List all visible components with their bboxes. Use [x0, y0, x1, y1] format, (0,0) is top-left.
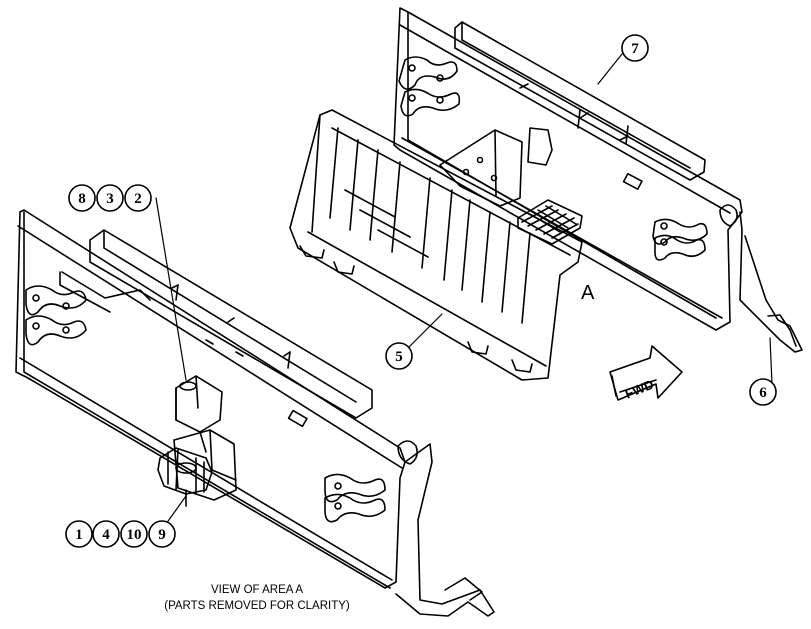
callout-7-label: 7 — [631, 41, 639, 57]
leader-7 — [597, 53, 623, 85]
callout-10-label: 10 — [127, 527, 142, 543]
callout-9: 9 — [148, 520, 176, 548]
callout-8: 8 — [68, 184, 96, 212]
callout-4: 4 — [92, 520, 120, 548]
callout-6-label: 6 — [759, 385, 767, 401]
step-grate — [517, 199, 583, 245]
callout-2: 2 — [124, 184, 152, 212]
lower-blade — [15, 209, 495, 617]
callout-1: 1 — [65, 520, 93, 548]
caption: VIEW OF AREA A (PARTS REMOVED FOR CLARIT… — [164, 584, 350, 612]
callout-7: 7 — [621, 34, 649, 62]
upper-blade — [393, 7, 803, 353]
callout-2-label: 2 — [134, 191, 142, 207]
callout-6: 6 — [749, 378, 777, 406]
callout-5-label: 5 — [395, 349, 403, 365]
callout-8-label: 8 — [78, 191, 86, 207]
callout-1-label: 1 — [75, 527, 83, 543]
pivot-bracket — [157, 375, 237, 507]
leader-2 — [155, 197, 187, 381]
leader-6 — [769, 337, 773, 385]
area-a-label: A — [581, 282, 595, 304]
callout-4-label: 4 — [102, 527, 110, 543]
lower-blade-assembly — [15, 209, 495, 617]
callout-10: 10 — [120, 520, 148, 548]
fwd-arrow: FWD — [609, 345, 683, 402]
leader-5 — [407, 313, 443, 349]
caption-line-2: (PARTS REMOVED FOR CLARITY) — [164, 600, 350, 612]
upper-frame — [289, 109, 583, 381]
callout-9-label: 9 — [158, 527, 166, 543]
callout-3-label: 3 — [106, 191, 114, 207]
upper-blade-assembly — [289, 7, 803, 381]
callout-5: 5 — [385, 342, 413, 370]
leader-9 — [165, 495, 187, 525]
callout-3: 3 — [96, 184, 124, 212]
leader-lines — [155, 53, 773, 525]
caption-line-1: VIEW OF AREA A — [211, 584, 303, 596]
